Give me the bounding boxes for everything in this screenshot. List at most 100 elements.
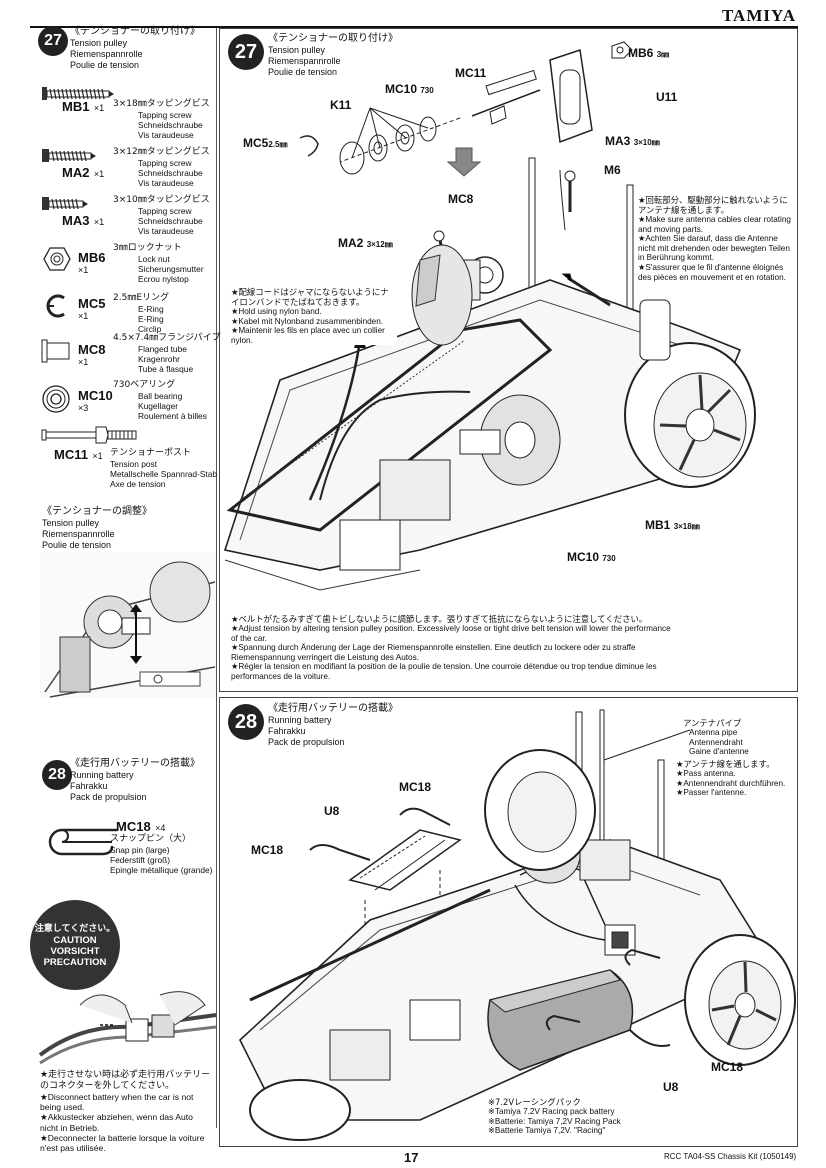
sidebar-adjust-title-de: Riemenspannrolle <box>42 529 115 539</box>
part-mc11-desc: テンショナーポスト Tension post Metallschelle Spa… <box>110 447 217 489</box>
step28-battery-note-fr: ※Batterie Tamiya 7,2V. "Racing" <box>488 1126 606 1136</box>
tension-adjust-illustration <box>40 552 216 698</box>
part-mc18-desc-fr: Epingle métallique (grande) <box>110 865 213 875</box>
step27-tension-note-jp: ★ベルトがたるみすぎて歯トビしないように調節します。張りすぎて抵抗にならないよう… <box>231 614 648 624</box>
part-ma2-qty: ×1 <box>93 169 105 179</box>
part-ma2-desc-en: Tapping screw <box>138 158 192 168</box>
part-ma3-code: MA3 <box>62 213 90 228</box>
part-mb6-qty: ×1 <box>78 265 89 275</box>
label-mb6-code: MB6 <box>628 46 654 60</box>
step28-title-de: Fahrakku <box>268 726 306 736</box>
step28-title-en: Running battery <box>268 715 332 725</box>
part-mc8-code: MC8 <box>78 342 106 357</box>
sidebar-step27-number: 27 <box>38 26 68 56</box>
label-ma3-size: 3×10㎜ <box>633 138 660 147</box>
part-mc5-desc-de: E-Ring <box>138 314 164 324</box>
step28-title-fr: Pack de propulsion <box>268 737 345 747</box>
part-ma3-qty: ×1 <box>93 217 105 227</box>
header-rule <box>30 26 798 28</box>
label-ma2: MA2 3×12㎜ <box>338 236 393 250</box>
part-mc10: MC10 ×3 <box>78 388 113 413</box>
step27-antenna-note-en: ★Make sure antenna cables clear rotating… <box>638 215 791 234</box>
part-mc10-qty: ×3 <box>78 403 89 413</box>
label-mc10-top-num: 730 <box>420 86 434 95</box>
sidebar-step28-number: 28 <box>42 760 72 790</box>
label-mc10-bottom: MC10 730 <box>567 550 616 564</box>
sidebar-step27-title-fr: Poulie de tension <box>70 60 140 70</box>
step27-panel <box>219 28 798 692</box>
part-mc10-desc-en: Ball bearing <box>138 391 183 401</box>
label-ma2-code: MA2 <box>338 236 364 250</box>
label-ma3-code: MA3 <box>605 134 631 148</box>
step28-antenna-pipe-en: Antenna pipe <box>689 728 738 737</box>
part-mc5-desc-jp: 2.5㎜Eリング <box>113 293 169 303</box>
part-mc11-desc-jp: テンショナーポスト <box>110 448 192 458</box>
part-mb1-qty: ×1 <box>93 103 105 113</box>
sidebar-step27-title-en: Tension pulley <box>70 38 128 48</box>
part-ma3-desc: 3×10㎜タッピングビス Tapping screw Schneidschrau… <box>113 194 210 236</box>
part-mc5-desc: 2.5㎜Eリング E-Ring E-Ring Circlip <box>113 292 169 334</box>
step27-tension-note-de: ★Spannung durch Änderung der Lage der Ri… <box>231 643 636 662</box>
flanged-tube-icon <box>41 339 70 363</box>
part-mc11: MC11 ×1 <box>54 446 103 464</box>
sidebar-step27-title-de: Riemenspannrolle <box>70 49 143 59</box>
part-mc8-desc-fr: Tube à flasque <box>138 364 194 374</box>
label-m6: M6 <box>604 163 621 177</box>
caution-fr: PRECAUTION <box>43 956 107 968</box>
part-mb1-desc-de: Schneidschraube <box>138 120 203 130</box>
part-mc10-desc: 730ベアリング Ball bearing Kugellager Rouleme… <box>113 379 207 421</box>
sidebar-step28-title-en: Running battery <box>70 770 134 780</box>
part-ma2-desc-de: Schneidschraube <box>138 168 203 178</box>
part-mc18-qty: ×4 <box>155 823 166 833</box>
caution-note-en: ★Disconnect battery when the car is not … <box>40 1092 194 1113</box>
caution-note-de: ★Akkustecker abziehen, wenn das Auto nic… <box>40 1112 193 1133</box>
caution-note-fr: ★Deconnecter la batterie lorsque la voit… <box>40 1132 205 1154</box>
part-mc5-qty: ×1 <box>78 311 89 321</box>
caution-en: CAUTION <box>53 934 97 946</box>
label-u8-a: U8 <box>324 804 340 818</box>
step27-title-jp: 《テンショナーの取り付け》 <box>268 33 398 44</box>
part-mc5-code: MC5 <box>78 296 106 311</box>
step28-chassis-illustration <box>239 709 796 1141</box>
step28-antenna-pipe-label: アンテナパイプ Antenna pipe Antennendraht Gaine… <box>683 718 793 757</box>
caution-jp: 注意してください。 <box>34 923 116 934</box>
part-mc10-desc-fr: Roulement à billes <box>138 411 207 421</box>
part-mc18: MC18 ×4 <box>116 818 165 836</box>
label-mc18-a: MC18 <box>399 780 432 794</box>
screw-10mm-icon <box>42 197 88 210</box>
step28-panel <box>219 697 798 1147</box>
step28-title-jp: 《走行用バッテリーの搭載》 <box>268 703 398 714</box>
label-mb1-size: 3×18㎜ <box>673 522 700 531</box>
sidebar-step27-title: 《テンショナーの取り付け》 Tension pulley Riemenspann… <box>70 26 200 71</box>
part-ma2-desc-jp: 3×12㎜タッピングビス <box>113 147 210 157</box>
label-mc10-top: MC10 730 <box>385 82 434 96</box>
e-ring-icon <box>46 294 65 318</box>
caution-badge: 注意してください。 CAUTION VORSICHT PRECAUTION <box>30 900 120 990</box>
step28-antenna-pipe-fr: Gaine d'antenne <box>689 747 749 757</box>
label-mb1-code: MB1 <box>645 518 671 532</box>
sidebar-adjust-title-en: Tension pulley <box>42 518 100 528</box>
screw-12mm-icon <box>42 149 96 162</box>
part-mc18-code: MC18 <box>116 819 151 834</box>
step28-antenna-pipe-jp: アンテナパイプ <box>683 718 742 728</box>
part-mc5-desc-fr: Circlip <box>138 324 162 334</box>
part-mc10-desc-jp: 730ベアリング <box>113 380 176 390</box>
part-ma3-desc-fr: Vis taraudeuse <box>138 226 194 236</box>
step28-battery-note: ※7.2Vレーシングパック ※Tamiya 7.2V Racing pack b… <box>488 1097 658 1136</box>
step27-title: 《テンショナーの取り付け》 Tension pulley Riemenspann… <box>268 33 398 78</box>
part-mc8-qty: ×1 <box>78 357 89 367</box>
label-ma3: MA3 3×10㎜ <box>605 134 660 148</box>
label-mc18-b: MC18 <box>251 843 284 857</box>
part-mc18-desc: スナップピン（大） Snap pin (large) Federstift (g… <box>110 833 212 875</box>
part-mc11-desc-en: Tension post <box>110 459 158 469</box>
step28-antenna-pipe-de: Antennendraht <box>689 737 743 747</box>
snap-pin-icon <box>48 828 117 856</box>
part-mc8-desc-de: Kragenrohr <box>138 354 180 364</box>
part-mc18-desc-en: Snap pin (large) <box>110 845 170 855</box>
part-mc18-desc-jp: スナップピン（大） <box>110 834 192 844</box>
part-ma2-desc: 3×12㎜タッピングビス Tapping screw Schneidschrau… <box>113 146 210 188</box>
step27-title-fr: Poulie de tension <box>268 67 338 77</box>
part-mc5-desc-en: E-Ring <box>138 304 164 314</box>
part-mb6-desc: 3㎜ロックナット Lock nut Sicherungsmutter Ecrou… <box>113 242 204 284</box>
part-mc8: MC8 ×1 <box>78 342 105 367</box>
